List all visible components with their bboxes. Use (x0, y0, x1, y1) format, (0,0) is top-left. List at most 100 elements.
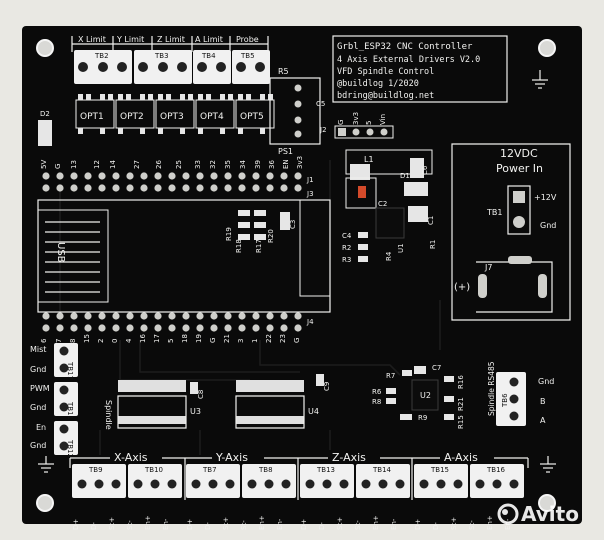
spindle-pin-label: Gnd (30, 441, 46, 450)
terminal-screw[interactable] (150, 479, 160, 489)
axis-terminal-block[interactable]: TB13 (300, 464, 354, 498)
terminal-screw[interactable] (419, 479, 429, 489)
part-label: R6 (372, 388, 382, 396)
pin-label: 3 (237, 339, 245, 343)
terminal-block-tb2[interactable]: TB2 (74, 50, 132, 84)
part-label: J2 (319, 126, 327, 134)
terminal-screw[interactable] (111, 479, 121, 489)
part-label: C9 (323, 382, 331, 391)
terminal-screw[interactable] (225, 479, 235, 489)
terminal-block-tb1[interactable] (507, 185, 531, 235)
terminal-screw[interactable] (133, 479, 143, 489)
terminal-screw[interactable] (361, 479, 371, 489)
axis-driver-outputs: X-Axis Y-Axis Z-Axis A-Axis (69, 450, 556, 500)
watermark: Avito (497, 502, 579, 526)
pin-label: 16 (139, 334, 147, 343)
pin-label: 33 (194, 160, 202, 169)
header-pin (224, 172, 232, 180)
part-label: R9 (418, 414, 427, 422)
terminal-screw[interactable] (475, 479, 485, 489)
terminal-screw[interactable] (339, 479, 349, 489)
header-pin (126, 312, 134, 320)
axis-pin-label: St+ (450, 517, 458, 530)
rs485-label: Spindle RS485 (487, 361, 496, 416)
part-label: U1 (397, 243, 405, 253)
terminal-screw[interactable] (453, 479, 463, 489)
polarity-label: (+) (454, 282, 470, 293)
terminal-screw[interactable] (509, 479, 519, 489)
opto-label: OPT1 (80, 112, 104, 122)
terminal-screw[interactable] (492, 479, 502, 489)
terminal-screw[interactable] (305, 479, 315, 489)
terminal-screw[interactable] (167, 479, 177, 489)
terminal-block-tb12[interactable] (54, 421, 78, 455)
axis-terminal-block[interactable]: TB16 (470, 464, 524, 498)
terminal-block-tb6[interactable] (496, 372, 526, 426)
axis-pin-label: En- (276, 518, 284, 530)
terminal-screw[interactable] (77, 479, 87, 489)
axis-pin-label: En- (390, 518, 398, 530)
usb-label: USB (55, 242, 66, 263)
header-pin (238, 172, 246, 180)
header-pin (266, 184, 274, 192)
terminal-block-tb17[interactable] (54, 343, 78, 377)
part-label: J1 (306, 176, 314, 184)
pcb-board (22, 26, 582, 524)
terminal-screw[interactable] (378, 479, 388, 489)
terminal-label: TB7 (202, 466, 217, 474)
axis-terminal-block[interactable]: TB8 (242, 464, 296, 498)
axis-pin-label: En+ (372, 515, 380, 530)
part-label: J3 (306, 190, 314, 198)
terminal-screw[interactable] (208, 479, 218, 489)
axis-pin-label: St- (240, 520, 248, 530)
terminal-screw[interactable] (191, 479, 201, 489)
terminal-screw[interactable] (94, 479, 104, 489)
pin-label: 14 (109, 160, 117, 169)
axis-terminal-block[interactable]: TB14 (356, 464, 410, 498)
terminal-label: TB12 (66, 439, 74, 458)
header-pin (126, 324, 134, 332)
terminal-screw[interactable] (264, 479, 274, 489)
terminal-screw[interactable] (395, 479, 405, 489)
terminal-label: TB15 (430, 466, 449, 474)
terminal-block-tb11[interactable] (54, 382, 78, 416)
terminal-block-tb5[interactable]: TB5 (232, 50, 270, 84)
part-label: R8 (372, 398, 381, 406)
terminal-screw[interactable] (322, 479, 332, 489)
header-pin (112, 172, 120, 180)
header-pin (154, 324, 162, 332)
terminal-screw[interactable] (281, 479, 291, 489)
header-pin (70, 172, 78, 180)
header-pin (196, 172, 204, 180)
axis-terminal-block[interactable]: TB15 (414, 464, 468, 498)
rs485-pin-label: Gnd (538, 377, 554, 386)
header-pin (294, 184, 302, 192)
axis-pin-label: St+ (222, 517, 230, 530)
part-label: R7 (386, 372, 395, 380)
terminal-block-tb4[interactable]: TB4 (193, 50, 231, 84)
terminal-screw[interactable] (436, 479, 446, 489)
title-line: @buildlog 1/2020 (337, 79, 419, 89)
header-pin (266, 324, 274, 332)
axis-pin-label: D+ (72, 519, 80, 530)
terminal-block-tb3[interactable]: TB3 (134, 50, 192, 84)
part-label: R19 (225, 227, 233, 241)
axis-terminal-block[interactable]: TB9 (72, 464, 126, 498)
header-pin (84, 324, 92, 332)
axis-pin-label: En+ (144, 515, 152, 530)
header-pin (140, 312, 148, 320)
terminal-screw[interactable] (247, 479, 257, 489)
barrel-jack-j7[interactable] (476, 256, 553, 313)
header-pin (112, 184, 120, 192)
header-pin (238, 312, 246, 320)
terminal-label: TB8 (258, 466, 273, 474)
axis-terminal-block[interactable]: TB7 (186, 464, 240, 498)
title-line: bdring@buildlog.net (337, 91, 434, 101)
axis-terminal-block[interactable]: TB10 (128, 464, 182, 498)
header-pin (252, 324, 260, 332)
mounting-hole (36, 494, 54, 512)
esp32-top-pin-labels: 5V G 13 12 14 27 26 25 33 32 35 34 39 36… (40, 156, 304, 169)
terminal-label: TB4 (201, 52, 216, 60)
